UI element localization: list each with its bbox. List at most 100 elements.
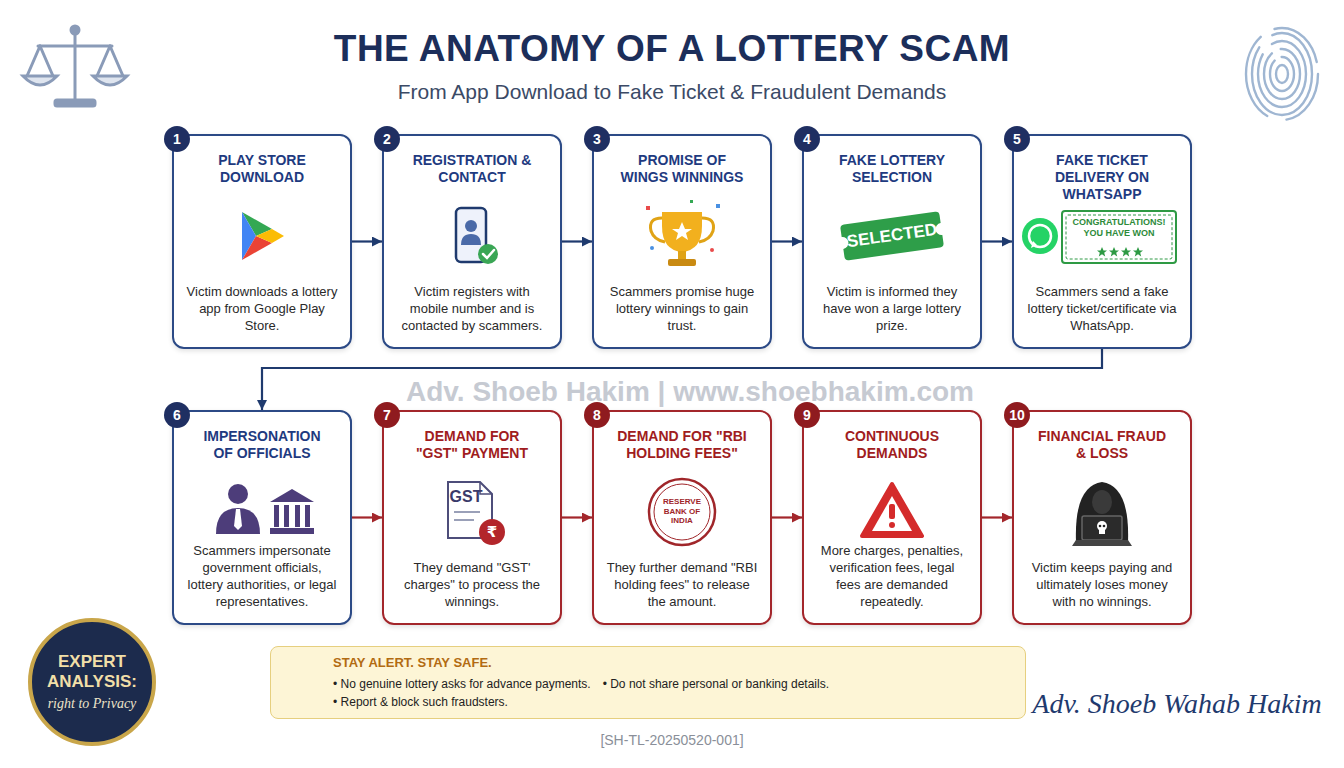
- official-bank-icon-part: [216, 508, 260, 534]
- scales-icon-part: [27, 46, 40, 76]
- selected-ticket-part: [840, 211, 944, 261]
- scales-icon-part: [55, 100, 95, 106]
- warning-icon: [862, 484, 922, 536]
- callout-number: 4: [794, 126, 820, 152]
- trophy-icon-part: [710, 248, 714, 252]
- scales-icon-part: [38, 45, 112, 48]
- expert-badge: EXPERT ANALYSIS: right to Privacy: [28, 618, 156, 746]
- ticket-text: SELECTED: [841, 215, 944, 257]
- step-description: Victim is informed they have won a large…: [804, 284, 980, 347]
- flow-arrow: [352, 516, 382, 518]
- step-heading: DEMAND FOR "GST" PAYMENT: [384, 412, 560, 462]
- whatsapp-certificate-part: [1121, 247, 1131, 257]
- step-description: Victim downloads a lottery app from Goog…: [174, 284, 350, 347]
- callout-number: 2: [374, 126, 400, 152]
- callout-number: 9: [794, 402, 820, 428]
- fingerprint-icon-part: [1276, 65, 1288, 83]
- flow-arrow: [562, 516, 592, 518]
- rbi-seal-icon-part: [649, 479, 715, 545]
- trophy-icon-part: [672, 222, 692, 240]
- gst-document-icon-part: [454, 519, 474, 521]
- hacker-icon-part: [1076, 482, 1128, 542]
- phone-icon-part: [465, 220, 477, 232]
- scales-icon-part: [74, 32, 77, 100]
- callout-number: 7: [374, 402, 400, 428]
- document-text: GST: [448, 488, 484, 506]
- step-heading: DEMAND FOR "RBI HOLDING FEES": [594, 412, 770, 462]
- step-heading: FAKE LOTTERY SELECTION: [804, 136, 980, 186]
- whatsapp-certificate-part: [1022, 218, 1058, 254]
- badge-heading: EXPERT ANALYSIS:: [44, 652, 140, 693]
- fingerprint-icon: [1246, 28, 1318, 120]
- official-bank-icon-part: [274, 505, 279, 527]
- gst-document-icon: [448, 482, 505, 545]
- step-heading: FAKE TICKET DELIVERY ON WHATSAPP: [1014, 136, 1190, 203]
- scales-icon-part: [23, 76, 57, 85]
- flow-arrow: [562, 240, 592, 242]
- whatsapp-certificate-part: [1031, 241, 1037, 248]
- step-description: Scammers promise huge lottery winnings t…: [594, 284, 770, 347]
- callout-number: 1: [164, 126, 190, 152]
- play-store-icon: [242, 212, 284, 260]
- process-box: PLAY STORE DOWNLOAD Victim downloads a lo…: [172, 134, 352, 349]
- official-bank-icon-part: [228, 484, 248, 504]
- step-heading: PLAY STORE DOWNLOAD: [174, 136, 350, 186]
- tip-item: • Report & block such fraudsters.: [333, 694, 508, 710]
- process-box: PROMISE OF WINGS WINNINGSScammers promis…: [592, 134, 772, 349]
- step-description: Victim registers with mobile number and …: [384, 284, 560, 347]
- whatsapp-certificate: [1022, 211, 1176, 263]
- flow-arrow: [772, 516, 802, 518]
- tip-row: • No genuine lottery asks for advance pa…: [333, 674, 1013, 710]
- callout-number: 8: [584, 402, 610, 428]
- warning-icon-part: [862, 484, 922, 536]
- scales-icon-part: [71, 26, 79, 34]
- official-bank-icon-part: [270, 528, 314, 534]
- phone-icon-part: [483, 250, 494, 258]
- scales-icon: [23, 26, 127, 106]
- trophy-icon-part: [716, 204, 720, 208]
- hacker-icon-part: [1072, 540, 1132, 546]
- selected-ticket: [834, 210, 950, 261]
- process-box: REGISTRATION & CONTACTVictim registers w…: [382, 134, 562, 349]
- rbi-seal-icon: [649, 479, 715, 545]
- scales-icon-part: [93, 76, 127, 85]
- step-heading: CONTINUOUS DEMANDS: [804, 412, 980, 462]
- trophy-icon: [646, 200, 720, 266]
- tip-item: • Do not share personal or banking detai…: [603, 676, 829, 692]
- process-box: FINANCIAL FRAUD & LOSSVictim keeps payin…: [1012, 410, 1192, 625]
- whatsapp-certificate-part: [1097, 247, 1107, 257]
- trophy-icon-part: [668, 259, 696, 266]
- trophy-icon-part: [690, 200, 693, 203]
- fingerprint-icon-part: [1270, 57, 1294, 91]
- step-description: Scammers send a fake lottery ticket/cert…: [1014, 284, 1190, 347]
- seal-text: RESERVE BANK OF INDIA: [652, 497, 712, 526]
- official-bank-icon-part: [295, 505, 300, 527]
- trophy-icon-part: [678, 251, 686, 260]
- process-box: FAKE TICKET DELIVERY ON WHATSAPP Scammers…: [1012, 134, 1192, 349]
- official-bank-icon-part: [284, 505, 289, 527]
- diagram-title: THE ANATOMY OF A LOTTERY SCAM: [0, 28, 1344, 70]
- hacker-icon: [1072, 482, 1132, 546]
- step-description: Scammers impersonate government official…: [174, 543, 350, 623]
- fingerprint-icon-part: [1264, 49, 1300, 99]
- fingerprint-icon-part: [1258, 41, 1306, 107]
- hacker-icon-part: [1103, 525, 1106, 528]
- trophy-icon-part: [662, 212, 702, 252]
- scales-icon-part: [40, 46, 53, 76]
- whatsapp-certificate-part: [1062, 211, 1176, 263]
- play-store-icon-part: [256, 229, 284, 243]
- phone-icon-part: [461, 234, 481, 245]
- warning-icon-part: [872, 496, 912, 531]
- reference-code: [SH-TL-20250520-001]: [472, 732, 872, 748]
- flow-arrow: [982, 516, 1012, 518]
- badge-subtitle: right to Privacy: [48, 696, 137, 712]
- gst-document-icon-part: [479, 519, 505, 545]
- gst-document-icon-part: [454, 511, 480, 513]
- step-description: They further demand "RBI holding fees" t…: [594, 560, 770, 623]
- whatsapp-certificate-part: [1109, 247, 1119, 257]
- signature: Adv. Shoeb Wahab Hakim: [1026, 688, 1328, 720]
- trophy-icon-part: [650, 246, 654, 250]
- hacker-icon-part: [1099, 525, 1102, 528]
- process-box: DEMAND FOR "GST" PAYMENTThey demand "GST…: [382, 410, 562, 625]
